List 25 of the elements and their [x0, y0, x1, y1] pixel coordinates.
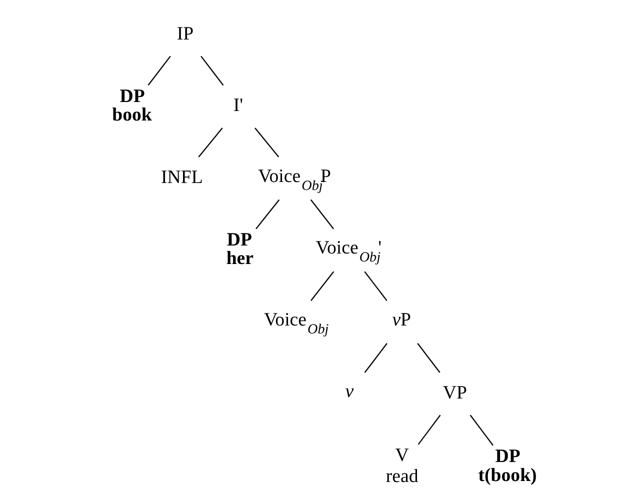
connector — [416, 342, 440, 372]
connector — [255, 198, 280, 229]
node-text: VP — [442, 382, 467, 403]
node-text: DP t(book) — [478, 445, 536, 486]
node-text: DP her — [226, 228, 254, 269]
node-text: Voice$_{Obj}$' — [315, 237, 382, 266]
connector — [254, 127, 279, 157]
node-text: v — [344, 380, 354, 402]
node-text: DP book — [112, 85, 152, 126]
node-text: V read — [385, 444, 418, 486]
connector — [200, 55, 224, 86]
connector — [417, 414, 440, 444]
node-text: INFL — [160, 166, 202, 188]
connector — [310, 198, 334, 229]
connector — [147, 55, 170, 86]
connector — [364, 270, 387, 301]
connector — [469, 414, 493, 446]
connector — [198, 127, 222, 157]
node-text: vP — [392, 308, 411, 330]
node-text: I' — [232, 94, 243, 116]
node-text: Voice$_{Obj}$P — [258, 165, 330, 194]
connector — [364, 342, 387, 372]
node-text: IP — [176, 22, 194, 44]
node-text: Voice$_{Obj}$ — [263, 308, 328, 337]
connector — [310, 270, 334, 301]
